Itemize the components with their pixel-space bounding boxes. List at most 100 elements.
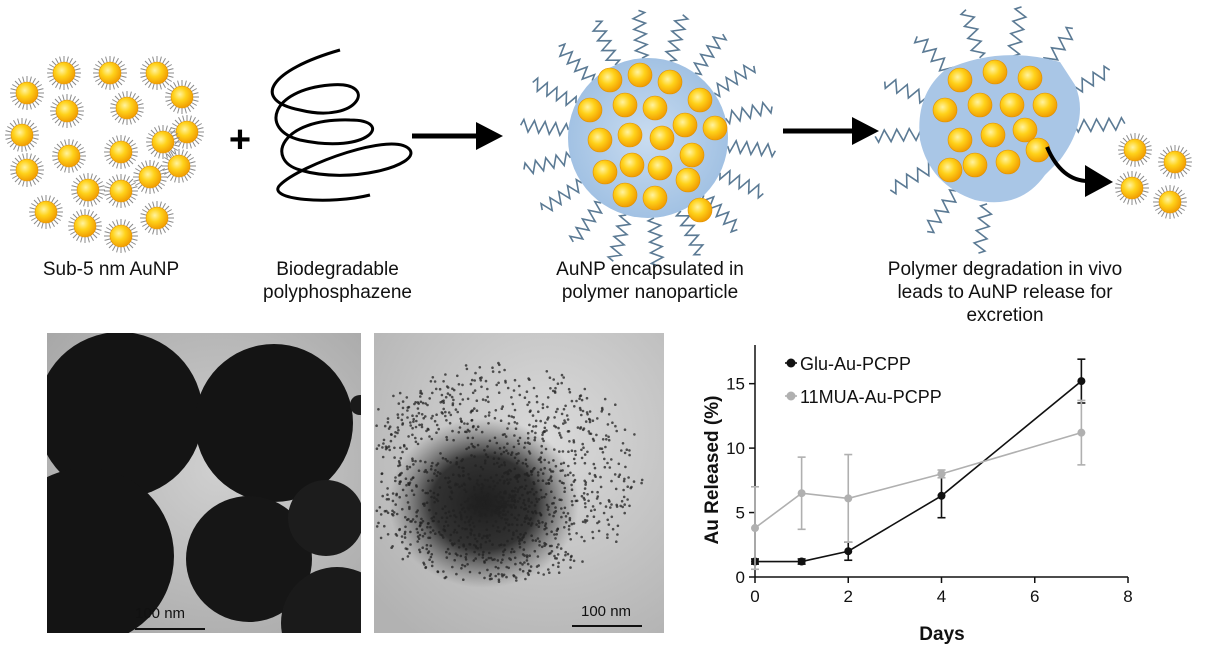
caption-aunp: Sub-5 nm AuNP xyxy=(42,259,180,280)
data-point xyxy=(937,469,946,478)
tem-degraded-particles xyxy=(374,333,664,633)
gold-nanoparticle xyxy=(642,95,668,121)
gold-nanoparticle xyxy=(702,115,728,141)
gold-nanoparticle xyxy=(1153,185,1187,219)
scale-bar xyxy=(135,628,205,630)
gold-nanoparticle xyxy=(937,157,963,183)
gold-nanoparticle xyxy=(597,67,623,93)
tem-sphere xyxy=(350,395,361,415)
legend-marker xyxy=(786,358,796,368)
gold-nanoparticle xyxy=(1158,145,1192,179)
encapsulated-nanoparticle xyxy=(519,9,777,267)
data-point xyxy=(1077,377,1086,386)
tem-sphere xyxy=(288,480,361,556)
gold-nanoparticle xyxy=(104,135,138,169)
legend-label: 11MUA-Au-PCPP xyxy=(800,387,942,407)
tem-sphere xyxy=(186,496,312,622)
x-tick-label: 6 xyxy=(1030,587,1039,606)
gold-nanoparticle xyxy=(947,127,973,153)
aunp-cluster xyxy=(5,56,204,253)
gold-nanoparticle xyxy=(140,56,174,90)
gold-nanoparticle xyxy=(687,197,713,223)
gold-nanoparticle xyxy=(1032,92,1058,118)
gold-nanoparticle xyxy=(165,80,199,114)
tem-sphere xyxy=(195,344,353,502)
y-tick-label: 10 xyxy=(726,439,745,458)
gold-nanoparticle xyxy=(687,87,713,113)
x-tick-label: 2 xyxy=(844,587,853,606)
x-tick-label: 4 xyxy=(937,587,946,606)
gold-nanoparticle xyxy=(612,182,638,208)
gold-nanoparticle xyxy=(982,59,1008,85)
gold-nanoparticle xyxy=(592,159,618,185)
gold-nanoparticle xyxy=(980,122,1006,148)
gold-nanoparticle xyxy=(967,92,993,118)
gold-nanoparticle xyxy=(947,67,973,93)
gold-nanoparticle xyxy=(647,155,673,181)
data-point xyxy=(1077,428,1086,437)
plus-sign: + xyxy=(229,119,251,161)
series-line xyxy=(755,380,1082,563)
data-point xyxy=(844,494,853,503)
release-arrow xyxy=(1045,146,1113,197)
series-0 xyxy=(751,358,1086,566)
data-point xyxy=(751,524,759,533)
gold-nanoparticle xyxy=(52,139,86,173)
gold-nanoparticle xyxy=(1012,117,1038,143)
gold-nanoparticle xyxy=(110,91,144,125)
caption-encapsulated: AuNP encapsulated in polymer nanoparticl… xyxy=(556,259,744,303)
tem-intact-particles xyxy=(47,333,361,633)
scale-label: 100 nm xyxy=(135,605,186,622)
gold-nanoparticle xyxy=(1115,171,1149,205)
arrow-1 xyxy=(412,122,503,150)
series-1 xyxy=(751,399,1086,571)
gold-nanoparticle xyxy=(999,92,1025,118)
gold-nanoparticle xyxy=(50,94,84,128)
gold-nanoparticle xyxy=(104,219,138,253)
gold-nanoparticle xyxy=(962,152,988,178)
x-axis-title: Days xyxy=(919,624,964,645)
synthesis-scheme: + xyxy=(5,6,1192,267)
gold-nanoparticle xyxy=(68,209,102,243)
chart-series xyxy=(751,358,1086,571)
gold-nanoparticle xyxy=(619,152,645,178)
tem-sphere xyxy=(281,567,361,633)
chart-legend: Glu-Au-PCPP 11MUA-Au-PCPP xyxy=(785,354,942,407)
arrow-2 xyxy=(783,117,879,145)
gold-nanoparticle xyxy=(587,127,613,153)
gold-nanoparticle xyxy=(10,76,44,110)
gold-nanoparticle xyxy=(679,142,705,168)
polyphosphazene-coil xyxy=(270,48,413,202)
y-axis-title: Au Released (%) xyxy=(702,396,723,545)
caption-degradation: Polymer degradation in vivo leads to AuN… xyxy=(887,259,1123,326)
tem-image-intact: 100 nm xyxy=(47,333,361,633)
tem-sphere xyxy=(47,333,203,498)
gold-nanoparticle xyxy=(10,153,44,187)
gold-nanoparticle xyxy=(1017,65,1043,91)
tem-dots xyxy=(375,361,644,583)
gold-nanoparticle xyxy=(5,118,39,152)
gold-nanoparticle xyxy=(140,201,174,235)
gold-nanoparticle xyxy=(29,195,63,229)
tem-image-degraded: 100 nm xyxy=(374,333,664,633)
degrading-nanoparticle xyxy=(874,6,1126,254)
gold-nanoparticle xyxy=(657,69,683,95)
y-tick-label: 15 xyxy=(726,375,745,394)
legend-label: Glu-Au-PCPP xyxy=(800,354,911,374)
gold-nanoparticle xyxy=(577,97,603,123)
gold-nanoparticle xyxy=(672,112,698,138)
tem-sphere xyxy=(47,468,174,633)
y-tick-label: 0 xyxy=(736,568,745,587)
gold-nanoparticle xyxy=(675,167,701,193)
gold-nanoparticle xyxy=(93,56,127,90)
gold-nanoparticle xyxy=(995,149,1021,175)
caption-polymer: Biodegradable polyphosphazene xyxy=(263,259,412,303)
gold-nanoparticle xyxy=(627,62,653,88)
legend-marker xyxy=(786,391,796,401)
x-tick-label: 8 xyxy=(1123,587,1132,606)
gold-nanoparticle xyxy=(47,56,81,90)
gold-nanoparticle xyxy=(1118,133,1152,167)
gold-nanoparticle xyxy=(146,125,180,159)
gold-nanoparticle xyxy=(932,97,958,123)
